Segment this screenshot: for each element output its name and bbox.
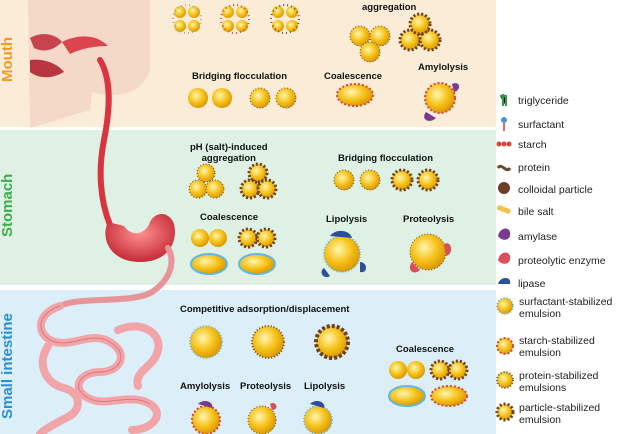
- legend-surfactant-stabilized: surfactant-stabilized emulsion: [519, 296, 612, 320]
- legend-protein-stabilized-line1: protein-stabilized: [519, 370, 599, 382]
- lipase-icon: [498, 278, 511, 284]
- stomach-aggregation: [188, 162, 278, 200]
- mouth-bridging-label: Bridging flocculation: [192, 71, 287, 82]
- triglyceride-icon: [500, 94, 507, 106]
- intestine-lipolysis-label: Lipolysis: [304, 381, 346, 392]
- legend-bile-salt: bile salt: [518, 206, 554, 218]
- head-illustration: [28, 0, 150, 128]
- intestine-coalescence: [388, 359, 469, 407]
- starch-stabilized-icon: [496, 337, 514, 355]
- esophagus: [97, 57, 113, 228]
- stomach-ph-label-line1: pH (salt)-induced: [190, 142, 268, 153]
- mouth-amylolysis: [424, 82, 460, 121]
- mouth-bridging-flocculation: [188, 87, 297, 109]
- legend-amylase: amylase: [518, 231, 558, 243]
- legend-starch-stabilized-line2: emulsion: [519, 347, 562, 359]
- intestine-competitive-label: Competitive adsorption/displacement: [180, 304, 350, 315]
- legend-surfactant-stabilized-line2: emulsion: [519, 308, 562, 320]
- proteolytic-enzyme-icon: [498, 252, 511, 264]
- mouth-aggregation-clusters: [349, 12, 442, 63]
- stomach-ph-label: pH (salt)-induced aggregation: [190, 142, 268, 164]
- mouth-coalescence-label: Coalescence: [324, 71, 383, 82]
- legend-starch: starch: [518, 139, 547, 151]
- legend-protein-stabilized: protein-stabilized emulsions: [519, 370, 598, 394]
- mouth-aggregation-label: aggregation: [362, 2, 417, 13]
- stomach-ph-label-line2: aggregation: [201, 153, 256, 164]
- legend-protein-stabilized-line2: emulsions: [519, 382, 567, 394]
- colloidal-particle-icon: [498, 182, 510, 194]
- legend-protein: protein: [518, 162, 551, 174]
- intestine-amylolysis-label: Amylolysis: [180, 381, 231, 392]
- stomach-coalescence: [190, 227, 277, 275]
- legend-starch-stabilized-line1: starch-stabilized: [519, 335, 595, 347]
- intestine-coalescence-label: Coalescence: [396, 344, 455, 355]
- legend-starch-stabilized: starch-stabilized emulsion: [519, 335, 595, 359]
- stomach-bridging-label: Bridging flocculation: [338, 153, 433, 164]
- legend-surfactant: surfactant: [518, 119, 565, 131]
- mouth-surfactant-droplets: [172, 4, 300, 34]
- stomach-proteolysis: [409, 233, 452, 273]
- protein-stabilized-icon: [496, 371, 514, 389]
- stomach-coalescence-label: Coalescence: [200, 212, 259, 223]
- legend-particle-stabilized-line1: particle-stabilized: [519, 402, 601, 414]
- bile-salt-icon: [496, 205, 511, 214]
- mouth-coalescence: [336, 83, 374, 107]
- intestine-proteolysis-label: Proteolysis: [240, 381, 292, 392]
- stomach-lipolysis-label: Lipolysis: [326, 214, 368, 225]
- intestine-enzymes: [191, 401, 333, 434]
- legend-particle-stabilized: particle-stabilized emulsion: [519, 402, 600, 426]
- intestine-competitive-adsorption: [189, 324, 350, 360]
- legend-lipase: lipase: [518, 278, 546, 290]
- stomach-lipolysis: [321, 230, 366, 278]
- starch-icon: [496, 141, 512, 147]
- small-intestine-organ: [36, 302, 163, 434]
- stomach-bridging-flocculation: [333, 168, 440, 192]
- amylase-icon: [498, 228, 511, 240]
- legend-triglyceride: triglyceride: [518, 95, 569, 107]
- legend-colloidal-particle: colloidal particle: [518, 184, 593, 196]
- mouth-amylolysis-label: Amylolysis: [418, 62, 469, 73]
- surfactant-stabilized-icon: [496, 297, 514, 315]
- stomach-proteolysis-label: Proteolysis: [403, 214, 455, 225]
- stomach-organ: [105, 213, 175, 262]
- legend-proteolytic-enzyme: proteolytic enzyme: [518, 255, 606, 267]
- legend-icons: [495, 94, 515, 422]
- legend-particle-stabilized-line2: emulsion: [519, 414, 562, 426]
- legend-surfactant-stabilized-line1: surfactant-stabilized: [519, 296, 613, 308]
- particle-stabilized-icon: [495, 402, 515, 422]
- protein-icon: [496, 164, 512, 172]
- surfactant-icon: [501, 117, 507, 131]
